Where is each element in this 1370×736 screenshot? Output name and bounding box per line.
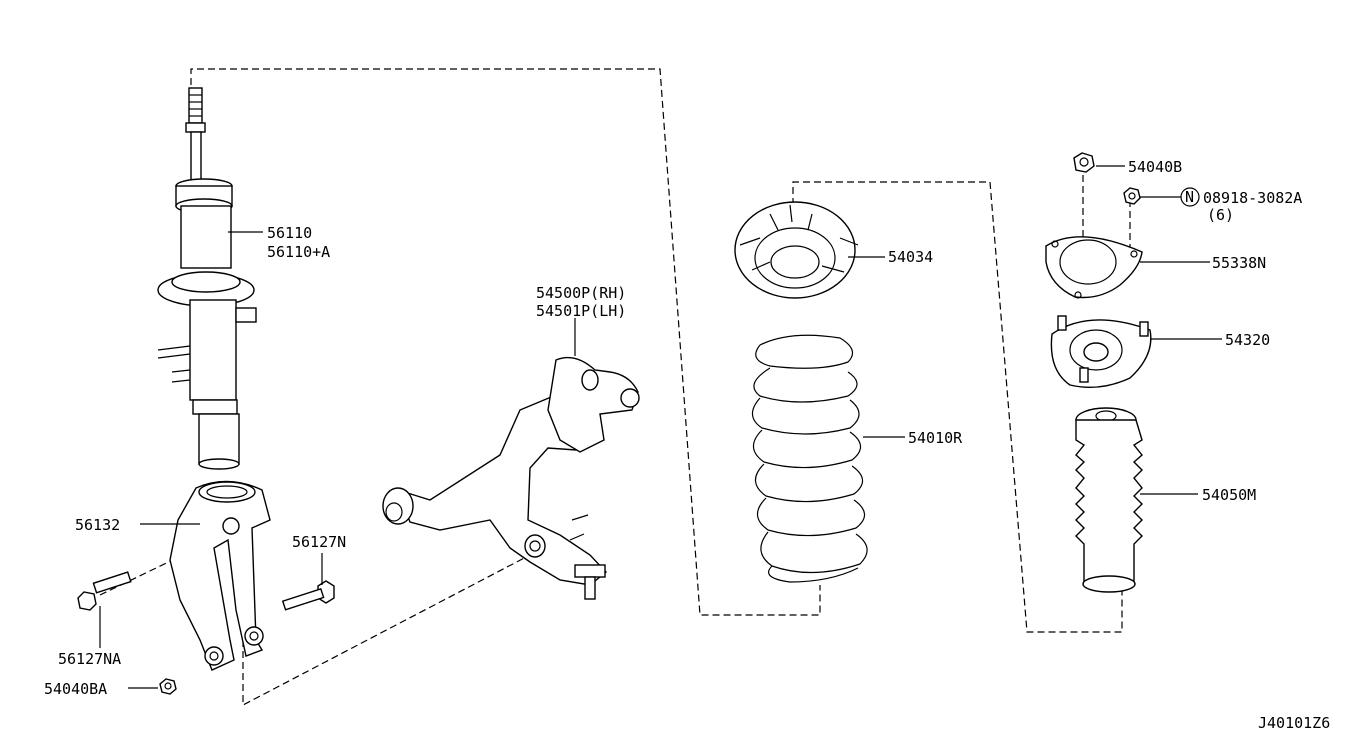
callout-56110: 56110 (267, 224, 312, 242)
nut-54040ba (159, 678, 177, 695)
diagram-id: J40101Z6 (1258, 714, 1330, 732)
callout-56127na: 56127NA (58, 650, 121, 668)
callout-54320: 54320 (1225, 331, 1270, 349)
callout-54040b: 54040B (1128, 158, 1182, 176)
callout-54500p: 54500P(RH) (536, 284, 626, 302)
bolt-56127n (281, 580, 335, 611)
dust-boot (1075, 407, 1143, 593)
callout-quantity: (6) (1207, 206, 1234, 224)
mount-plate (1045, 236, 1143, 299)
callout-55338n: 55338N (1212, 254, 1266, 272)
upper-spring-seat (734, 201, 859, 299)
bolt-56127na (77, 571, 132, 611)
coil-spring (751, 334, 868, 583)
steering-knuckle (169, 480, 271, 671)
callout-54034: 54034 (888, 248, 933, 266)
nut-08918-3082a (1123, 187, 1141, 205)
callout-56110a: 56110+A (267, 243, 330, 261)
callout-54010r: 54010R (908, 429, 963, 447)
leader-lines (99, 165, 1222, 689)
callout-08918-3082a: 08918-3082A (1203, 189, 1302, 207)
strut-assembly (157, 87, 257, 470)
strut-mount (1050, 315, 1152, 388)
callout-54050m: 54050M (1202, 486, 1256, 504)
lower-control-arm (382, 356, 640, 600)
callout-54040ba: 54040BA (44, 680, 107, 698)
nut-54040b (1073, 152, 1095, 173)
callout-56127n: 56127N (292, 533, 346, 551)
callout-56132: 56132 (75, 516, 120, 534)
n-marker-label: N (1185, 188, 1194, 206)
callout-54501p: 54501P(LH) (536, 302, 626, 320)
